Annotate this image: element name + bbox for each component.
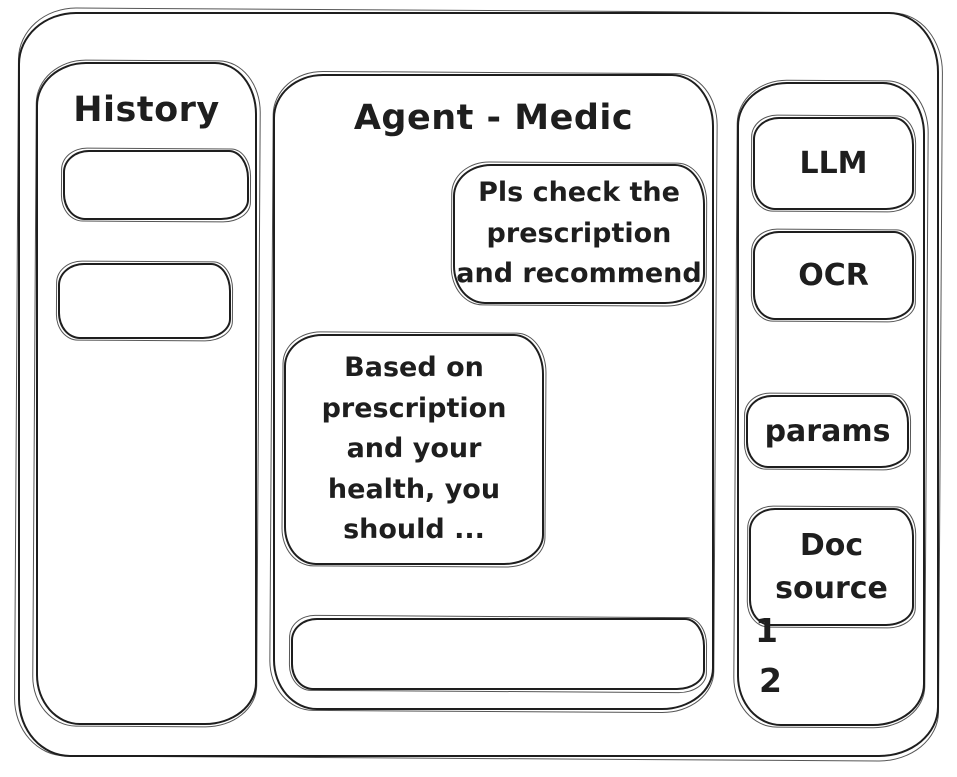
doc-source-item-2[interactable]: 2 xyxy=(759,661,782,700)
params-button-label: params xyxy=(764,413,891,449)
llm-button[interactable]: LLM xyxy=(753,117,914,210)
doc-source-button-label: Doc source xyxy=(775,527,888,607)
agent-message-bubble: Based on prescription and your health, y… xyxy=(284,334,544,565)
doc-source-button[interactable]: Doc source xyxy=(749,508,914,626)
params-button[interactable]: params xyxy=(746,395,909,468)
llm-button-label: LLM xyxy=(799,145,868,181)
user-message-bubble: Pls check the prescription and recommend xyxy=(453,164,705,304)
history-panel: History xyxy=(36,62,257,725)
chat-title: Agent - Medic xyxy=(353,98,634,138)
agent-message-text: Based on prescription and your health, y… xyxy=(321,352,507,546)
ocr-button-label: OCR xyxy=(798,257,869,293)
history-item[interactable] xyxy=(63,150,249,220)
tools-panel: LLM OCR params Doc source 1 2 xyxy=(737,82,925,726)
user-message-text: Pls check the prescription and recommend xyxy=(456,177,702,290)
ocr-button[interactable]: OCR xyxy=(753,231,914,320)
message-input-container xyxy=(291,618,705,690)
history-item[interactable] xyxy=(58,263,231,339)
message-input[interactable] xyxy=(307,624,693,684)
chat-panel: Agent - Medic Pls check the prescription… xyxy=(273,74,714,710)
doc-source-item-1[interactable]: 1 xyxy=(755,611,778,650)
history-title: History xyxy=(73,90,220,130)
